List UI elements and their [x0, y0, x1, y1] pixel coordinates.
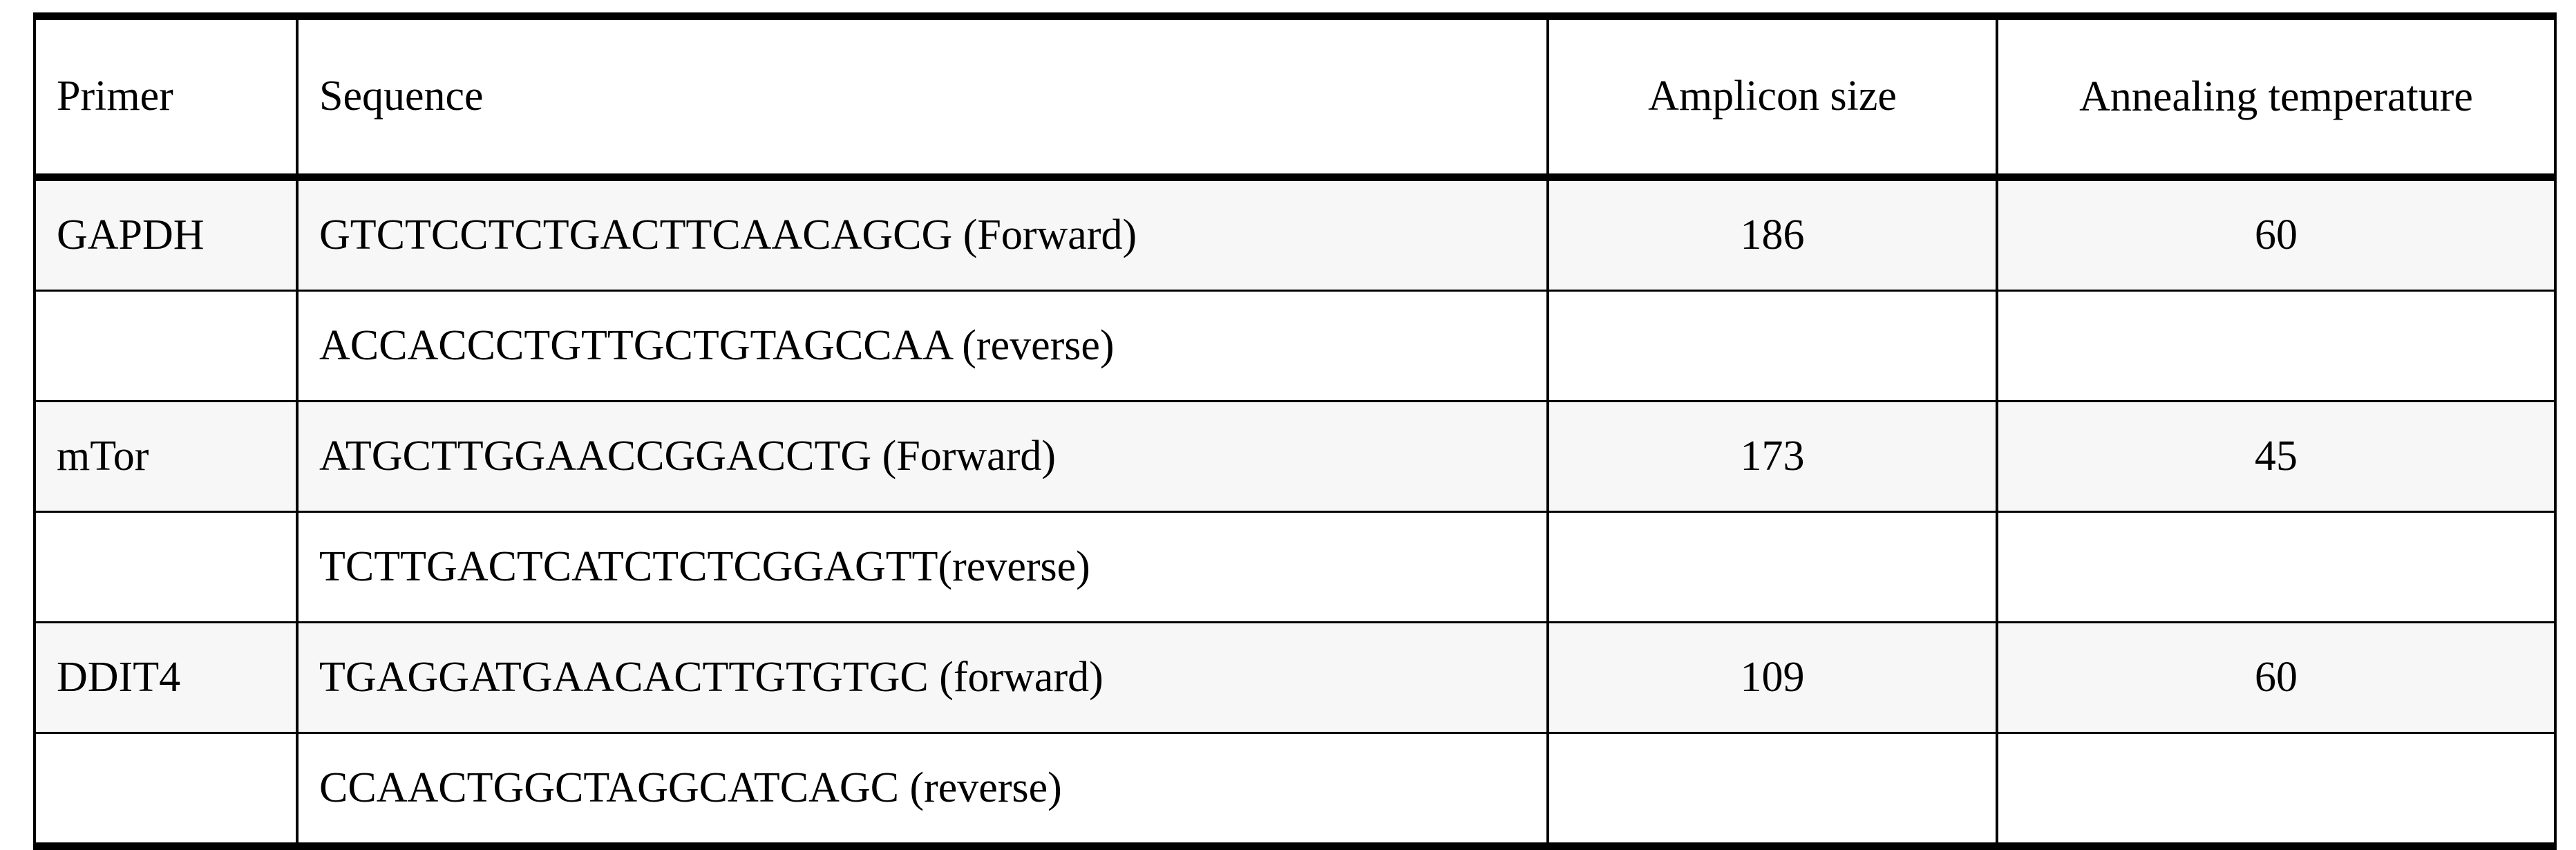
cell-amplicon-size: [1546, 733, 1998, 847]
table-row: CCAACTGGCTAGGCATCAGC (reverse): [33, 733, 2557, 847]
cell-primer: [33, 290, 299, 402]
cell-sequence: ACCACCCTGTTGCTGTAGCCAA (reverse): [296, 290, 1549, 402]
table-header: Primer Sequence Amplicon size Annealing …: [33, 16, 2557, 181]
table-row: ACCACCCTGTTGCTGTAGCCAA (reverse): [33, 290, 2557, 402]
cell-amplicon-size: [1546, 290, 1998, 402]
column-header-amplicon-size: Amplicon size: [1546, 16, 1998, 181]
cell-sequence: ATGCTTGGAACCGGACCTG (Forward): [296, 401, 1549, 513]
table-row: TCTTGACTCATCTCTCGGAGTT(reverse): [33, 511, 2557, 623]
column-header-sequence: Sequence: [296, 16, 1549, 181]
cell-annealing-temperature: [1996, 290, 2557, 402]
cell-annealing-temperature: 45: [1996, 401, 2557, 513]
cell-sequence: TGAGGATGAACACTTGTGTGC (forward): [296, 622, 1549, 734]
cell-annealing-temperature: 60: [1996, 177, 2557, 292]
cell-annealing-temperature: [1996, 733, 2557, 847]
table-body: GAPDH GTCTCCTCTGACTTCAACAGCG (Forward) 1…: [33, 177, 2557, 847]
cell-amplicon-size: 186: [1546, 177, 1998, 292]
cell-sequence: CCAACTGGCTAGGCATCAGC (reverse): [296, 733, 1549, 847]
cell-annealing-temperature: [1996, 511, 2557, 623]
cell-amplicon-size: 109: [1546, 622, 1998, 734]
cell-amplicon-size: 173: [1546, 401, 1998, 513]
cell-sequence: GTCTCCTCTGACTTCAACAGCG (Forward): [296, 177, 1549, 292]
header-row: Primer Sequence Amplicon size Annealing …: [33, 16, 2557, 181]
cell-annealing-temperature: 60: [1996, 622, 2557, 734]
primer-table: Primer Sequence Amplicon size Annealing …: [33, 12, 2557, 850]
cell-primer: GAPDH: [33, 177, 299, 292]
table-row: mTor ATGCTTGGAACCGGACCTG (Forward) 173 4…: [33, 401, 2557, 513]
cell-amplicon-size: [1546, 511, 1998, 623]
cell-sequence: TCTTGACTCATCTCTCGGAGTT(reverse): [296, 511, 1549, 623]
cell-primer: [33, 511, 299, 623]
table-row: GAPDH GTCTCCTCTGACTTCAACAGCG (Forward) 1…: [33, 177, 2557, 292]
cell-primer: mTor: [33, 401, 299, 513]
table-row: DDIT4 TGAGGATGAACACTTGTGTGC (forward) 10…: [33, 622, 2557, 734]
column-header-primer: Primer: [33, 16, 299, 181]
cell-primer: DDIT4: [33, 622, 299, 734]
column-header-annealing-temperature: Annealing temperature: [1996, 16, 2557, 181]
cell-primer: [33, 733, 299, 847]
